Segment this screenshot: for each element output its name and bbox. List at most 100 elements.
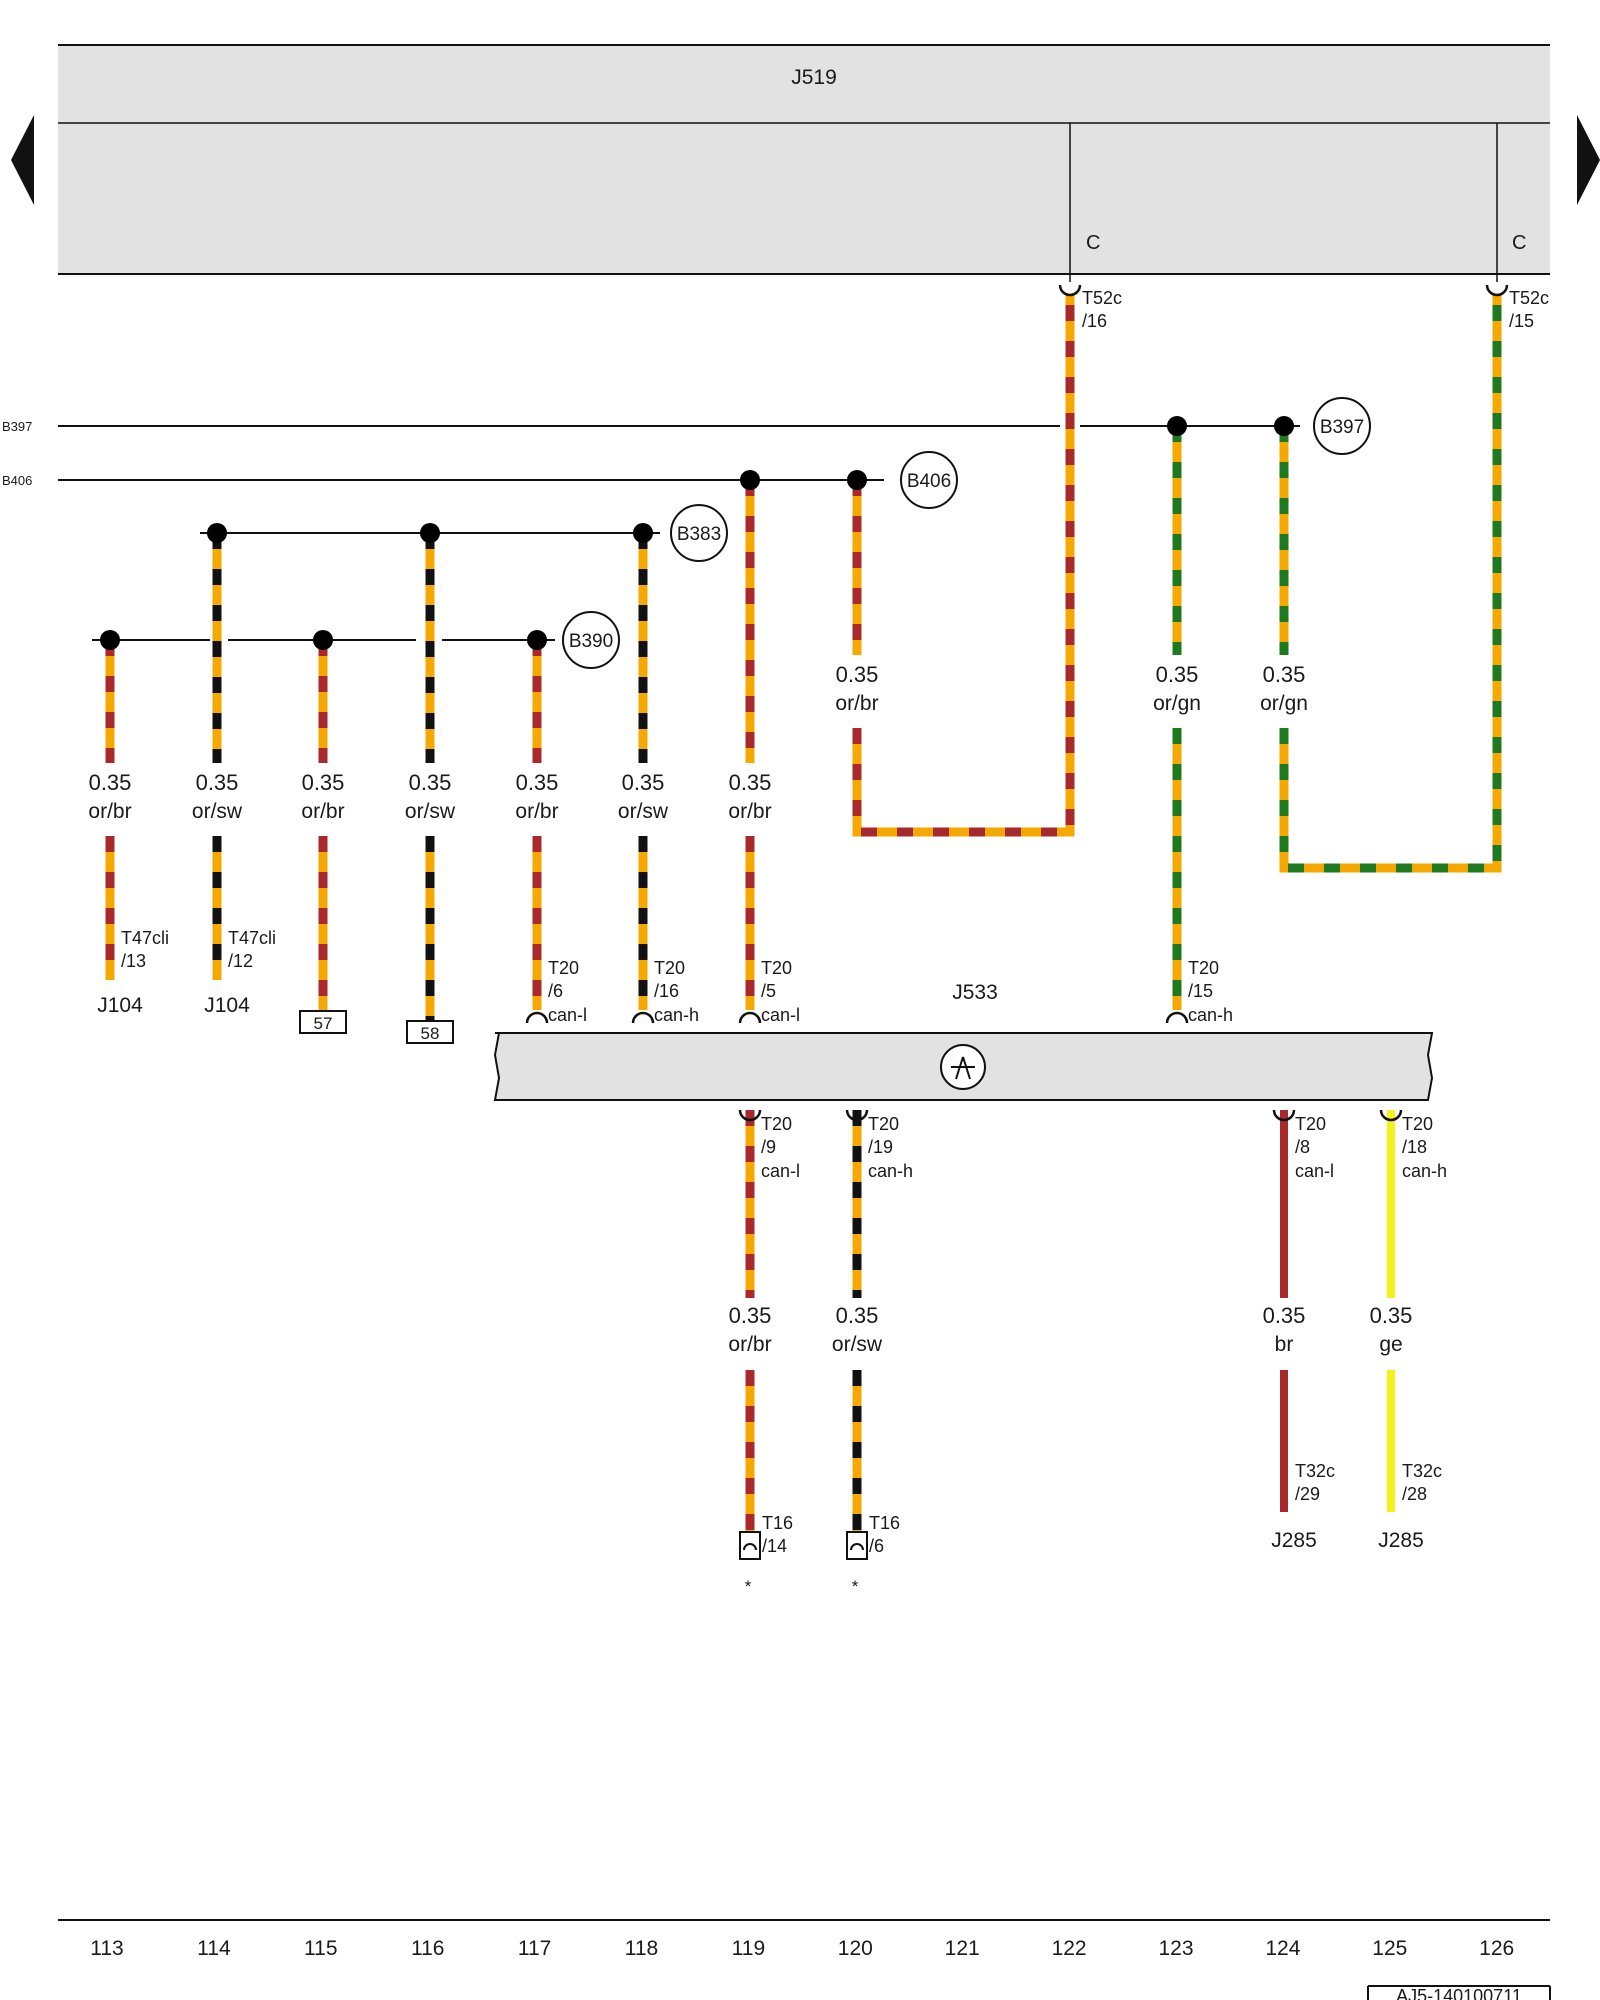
wire-size-label: 0.35 [516,770,559,795]
wire-size-label: 0.35 [302,770,345,795]
junction-dot [420,523,440,543]
gateway-icon-symbol [951,1056,975,1080]
pin-label: T20 [761,1114,792,1134]
module-j519-body [58,45,1550,273]
junction-dot [207,523,227,543]
wire-color-label: br [1275,1333,1294,1356]
pin-label: T20 [548,958,579,978]
grid-number: 118 [625,1937,658,1960]
pin-number: /29 [1295,1484,1320,1504]
pin-label: T20 [1295,1114,1326,1134]
pin-number: /19 [868,1137,893,1157]
wire-color-label: or/sw [832,1333,883,1356]
pin-number: /12 [228,951,253,971]
terminal-box-57 [299,1010,347,1034]
connector-housing [739,1531,761,1560]
wire-color-label: or/sw [405,800,456,823]
node-b390-circle [562,611,620,669]
wire-size-label: 0.35 [1263,1303,1306,1328]
connector-symbol [525,1011,549,1024]
bus-label-b397: B397 [2,419,32,434]
terminal-box-58 [406,1020,454,1044]
destination-label: J285 [1271,1529,1317,1552]
pin-label: T20 [654,958,685,978]
connector-symbols [525,284,1509,1122]
connection-nodes: B397 B406 B383 B390 [562,397,1371,669]
signal-label: can-h [868,1161,913,1181]
wire-size-label: 0.35 [836,662,879,687]
node-b406-label: B406 [907,471,951,492]
connector-symbol [845,1109,869,1122]
junction-dot [1167,416,1187,436]
pin-label: T52c [1509,288,1549,308]
connector-housing [846,1531,868,1560]
grid-number: 119 [732,1937,765,1960]
pin-label: T20 [761,958,792,978]
wire-color-label: or/br [301,800,344,823]
grid-number: 114 [197,1937,231,1960]
wire-size-label: 0.35 [196,770,239,795]
wire-color-label: or/br [728,1333,771,1356]
wire-size-label: 0.35 [836,1303,879,1328]
next-page-arrow[interactable] [1577,115,1600,205]
junction-dots [100,416,1294,650]
connector-symbol [631,1011,655,1024]
wire-color-label: or/br [728,800,771,823]
grid-number: 121 [945,1937,980,1960]
grid-number: 124 [1265,1937,1300,1960]
module-j533: J533 [493,981,1434,1101]
grid-number: 115 [304,1937,337,1960]
pin-label: T16 [869,1513,900,1533]
wire-color-label: or/sw [192,800,243,823]
pin-number: /5 [761,981,776,1001]
junction-dot [313,630,333,650]
pin-number: /15 [1188,981,1213,1001]
destination-label: J285 [1378,1529,1424,1552]
pin-number: /6 [548,981,563,1001]
connector-symbol [1272,1109,1296,1122]
node-b397-circle [1313,397,1371,455]
bus-label-b406: B406 [2,473,32,488]
wire-stripe [1279,295,1502,873]
signal-label: can-h [1402,1161,1447,1181]
wire-stripe [852,295,1075,837]
wire-126 [1279,295,1502,873]
pin-number: /8 [1295,1137,1310,1157]
junction-dot [100,630,120,650]
wire-color-label: or/br [835,692,878,715]
junction-dot [527,630,547,650]
wire-size-label: 0.35 [1370,1303,1413,1328]
previous-page-arrow[interactable] [11,115,34,205]
pin-number: /6 [869,1536,884,1556]
grid-number: 125 [1372,1937,1407,1960]
pin-label: T20 [1402,1114,1433,1134]
node-b397-label: B397 [1320,417,1364,438]
grid-number: 113 [90,1937,123,1960]
node-b390-label: B390 [569,631,613,652]
pin-number: /28 [1402,1484,1427,1504]
pin-label: T16 [762,1513,793,1533]
signal-label: can-l [761,1005,800,1025]
wire-size-label: 0.35 [729,770,772,795]
signal-label: can-l [548,1005,587,1025]
pin-number: /16 [1082,311,1107,331]
pin-label: T32c [1295,1461,1335,1481]
junction-dot [633,523,653,543]
footnote-mark: * [745,1577,752,1596]
grid-number: 117 [518,1937,551,1960]
terminal-box-label: 57 [314,1014,333,1033]
connector-symbol [1485,284,1509,297]
pin-number: /18 [1402,1137,1427,1157]
wire-size-label: 0.35 [729,1303,772,1328]
connector-symbol [1165,1011,1189,1024]
signal-label: can-l [761,1161,800,1181]
wire-size-label: 0.35 [89,770,132,795]
module-j519: J519 C C [58,44,1550,282]
destination-label: J104 [204,994,250,1017]
wire-size-label: 0.35 [1156,662,1199,687]
wire-color-label: or/gn [1260,692,1308,715]
pin-number: /9 [761,1137,776,1157]
grid-number: 126 [1479,1937,1514,1960]
destination-label: J104 [97,994,143,1017]
